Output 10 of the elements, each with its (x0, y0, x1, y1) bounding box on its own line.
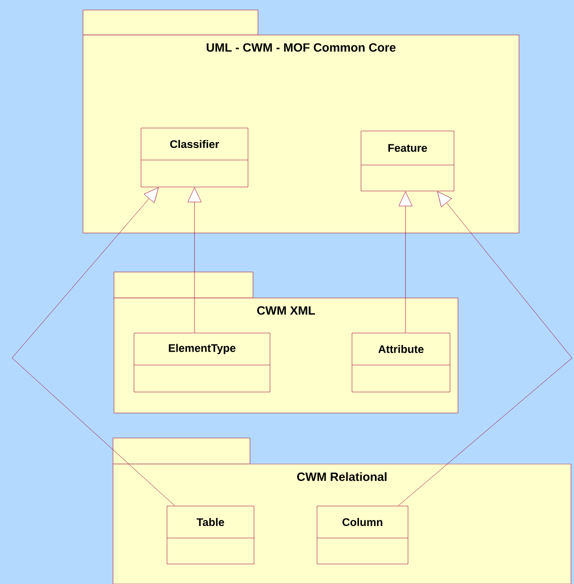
class-box: Table (166, 506, 254, 564)
generalization-arrow (398, 191, 572, 506)
generalization-arrow (398, 191, 412, 333)
generalization-arrow (188, 187, 202, 333)
generalization-arrow (12, 187, 175, 506)
class-box: Attribute (352, 332, 450, 392)
class-box: Feature (360, 130, 454, 192)
class-box: Column (316, 506, 408, 564)
class-box: ElementType (134, 332, 270, 392)
class-box: Classifier (140, 128, 248, 188)
